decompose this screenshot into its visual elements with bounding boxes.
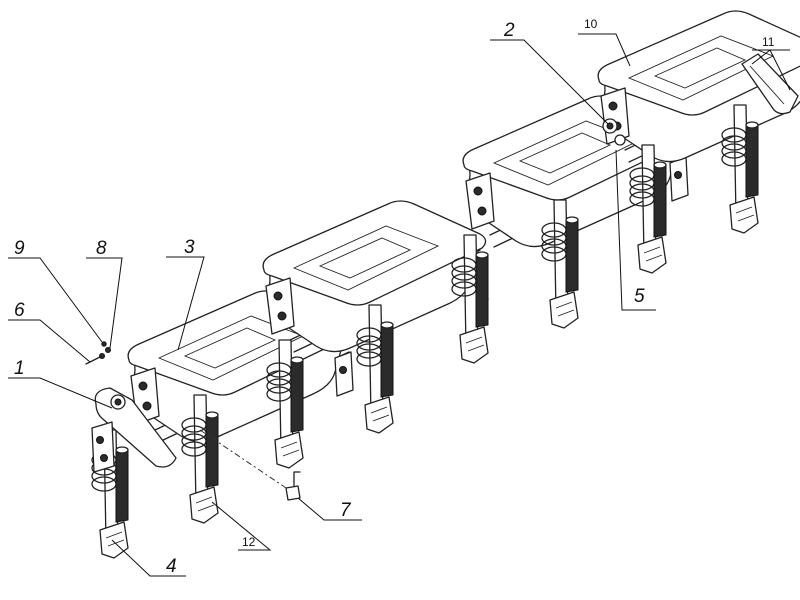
- washer-part-8: [105, 347, 111, 353]
- callout-8: 8: [96, 238, 107, 259]
- pin-part-7: [285, 471, 301, 501]
- callout-11: 11: [762, 35, 775, 49]
- callout-6: 6: [14, 300, 25, 321]
- callout-4: 4: [166, 556, 177, 577]
- nut-part-9: [101, 341, 107, 347]
- assembly-axis-line: [199, 429, 293, 493]
- hitch-bracket: [94, 387, 177, 468]
- deflector-plate: [741, 53, 799, 115]
- callout-3: 3: [184, 237, 195, 258]
- left-clamp: [91, 421, 115, 473]
- callout-5: 5: [634, 286, 645, 307]
- callout-10: 10: [584, 17, 598, 31]
- callout-2: 2: [503, 20, 515, 41]
- bolt-part-6: [85, 353, 105, 365]
- callout-7: 7: [340, 500, 352, 521]
- callout-9: 9: [14, 238, 25, 259]
- callout-1: 1: [14, 358, 25, 379]
- leader-lines: [8, 33, 791, 577]
- callout-12: 12: [242, 535, 256, 549]
